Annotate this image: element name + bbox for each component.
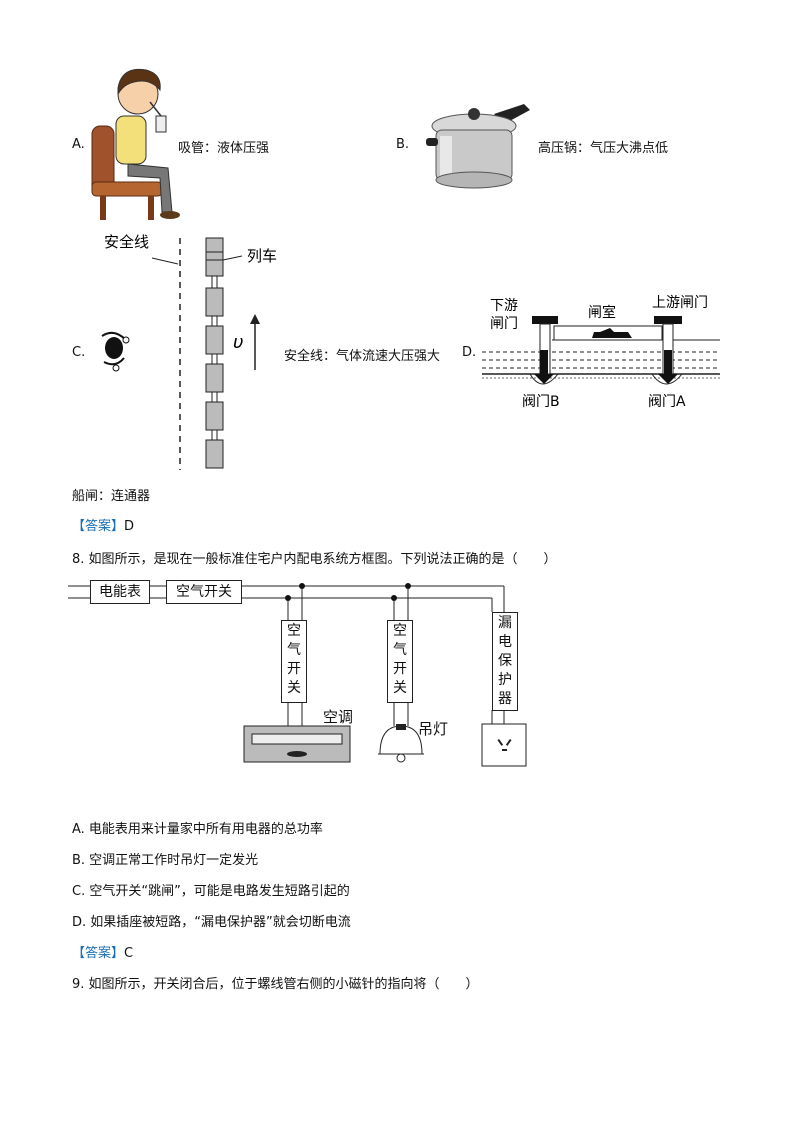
answer-value: D [124,519,135,534]
q8-option-c: C. 空气开关“跳闸”，可能是电路发生短路引起的 [72,884,350,899]
pendant-lamp-icon [378,724,424,763]
q8-stem: 8. 如图所示，是现在一般标准住宅户内配电系统方框图。下列说法正确的是（ ） [72,552,557,567]
vertical-char: 气 [287,642,301,658]
q8-option-a: A. 电能表用来计量家中所有用电器的总功率 [72,822,323,837]
answer-value: C [124,946,134,961]
downstream-gate-label-1: 下游 [490,298,518,314]
branch-air-switch-1-box: 空 气 开 关 [281,620,307,703]
vertical-char: 器 [498,691,512,707]
vertical-char: 护 [498,672,512,688]
option-b-letter: B. [396,137,410,152]
option-b-text: 高压锅：气压大沸点低 [538,141,669,156]
main-air-switch-box: 空气开关 [166,580,242,604]
q8-option-b: B. 空调正常工作时吊灯一定发光 [72,853,259,868]
option-a-letter: A. [72,137,85,152]
option-a-text: 吸管：液体压强 [178,141,270,156]
train-safety-line-diagram: 安全线 列车 υ [101,233,277,470]
vertical-char: 关 [393,680,407,696]
air-conditioner-label: 空调 [323,708,354,726]
branch-air-switch-2-box: 空 气 开 关 [387,620,413,703]
upstream-gate-label: 上游闸门 [652,295,708,311]
air-conditioner-icon [243,725,351,763]
q7-answer: 【答案】D [72,515,134,534]
vertical-char: 关 [287,680,301,696]
power-socket-icon [481,723,527,767]
option-c-text: 安全线：气体流速大压强大 [284,349,441,364]
vertical-char: 漏 [498,615,512,631]
safety-line-label: 安全线 [104,233,149,251]
arrow-up-icon [250,314,260,324]
valve-a-label: 阀门A [648,394,686,410]
electricity-meter-box: 电能表 [90,580,150,604]
option-c-letter: C. [72,345,86,360]
q8-answer: 【答案】C [72,942,133,961]
valve-b-label: 阀门B [522,394,560,410]
leakage-protector-box: 漏 电 保 护 器 [492,612,518,711]
option-d-letter: D. [462,345,477,360]
option-d-text: 船闸：连通器 [72,489,151,504]
q8-option-d: D. 如果插座被短路，“漏电保护器”就会切断电流 [72,915,351,930]
vertical-char: 开 [287,661,301,677]
train-label: 列车 [247,247,277,265]
q9-stem: 9. 如图所示，开关闭合后，位于螺线管右侧的小磁针的指向将（ ） [72,977,479,992]
pendant-lamp-label: 吊灯 [418,720,449,738]
ship-lock-diagram: 下游 闸门 闸室 上游闸门 阀门B 阀门A [482,295,720,410]
distribution-system-diagram [68,583,527,767]
answer-label: 【答案】 [72,946,125,961]
vertical-char: 空 [393,623,407,639]
vertical-char: 气 [393,642,407,658]
answer-label: 【答案】 [72,519,125,534]
vertical-char: 电 [498,634,512,650]
downstream-gate-label-2: 闸门 [490,316,518,332]
vertical-char: 保 [498,653,512,669]
boy-drinking-straw-illustration [91,68,180,220]
vertical-char: 开 [393,661,407,677]
lock-chamber-label: 闸室 [588,304,616,321]
person-top-view-icon [101,331,130,372]
velocity-label: υ [233,332,243,353]
pressure-cooker-illustration [426,104,530,189]
vertical-char: 空 [287,623,301,639]
